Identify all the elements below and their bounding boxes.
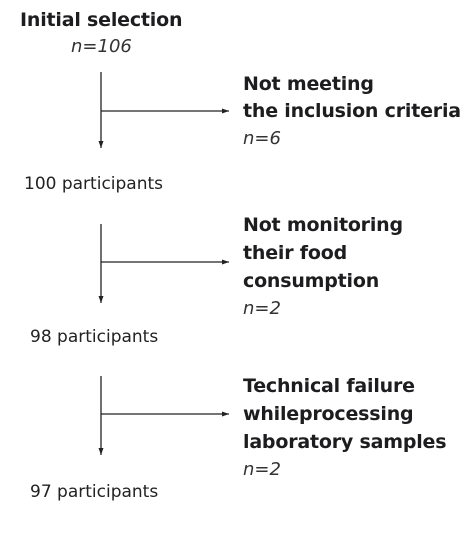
initial-selection-count: n=106 bbox=[71, 36, 132, 57]
exclusion-2-count: n=2 bbox=[243, 298, 281, 319]
exclusion-2-label-line-2: their food bbox=[243, 242, 347, 264]
exclusion-1-label-line-1: Not meeting bbox=[243, 73, 374, 95]
exclusion-3-count: n=2 bbox=[243, 459, 281, 480]
exclusion-3-label-line-3: laboratory samples bbox=[243, 431, 447, 453]
remaining-2: 98 participants bbox=[30, 327, 159, 347]
exclusion-3-label-line-2: whileprocessing bbox=[243, 403, 414, 425]
exclusion-2-label-line-1: Not monitoring bbox=[243, 214, 403, 236]
remaining-3: 97 participants bbox=[30, 482, 159, 502]
exclusion-1-count: n=6 bbox=[243, 128, 281, 149]
initial-selection-title: Initial selection bbox=[20, 9, 183, 31]
exclusion-1-label-line-2: the inclusion criteria bbox=[243, 100, 461, 122]
remaining-1: 100 participants bbox=[24, 174, 164, 194]
exclusion-2-label-line-3: consumption bbox=[243, 270, 380, 292]
exclusion-3-label-line-1: Technical failure bbox=[243, 375, 415, 397]
